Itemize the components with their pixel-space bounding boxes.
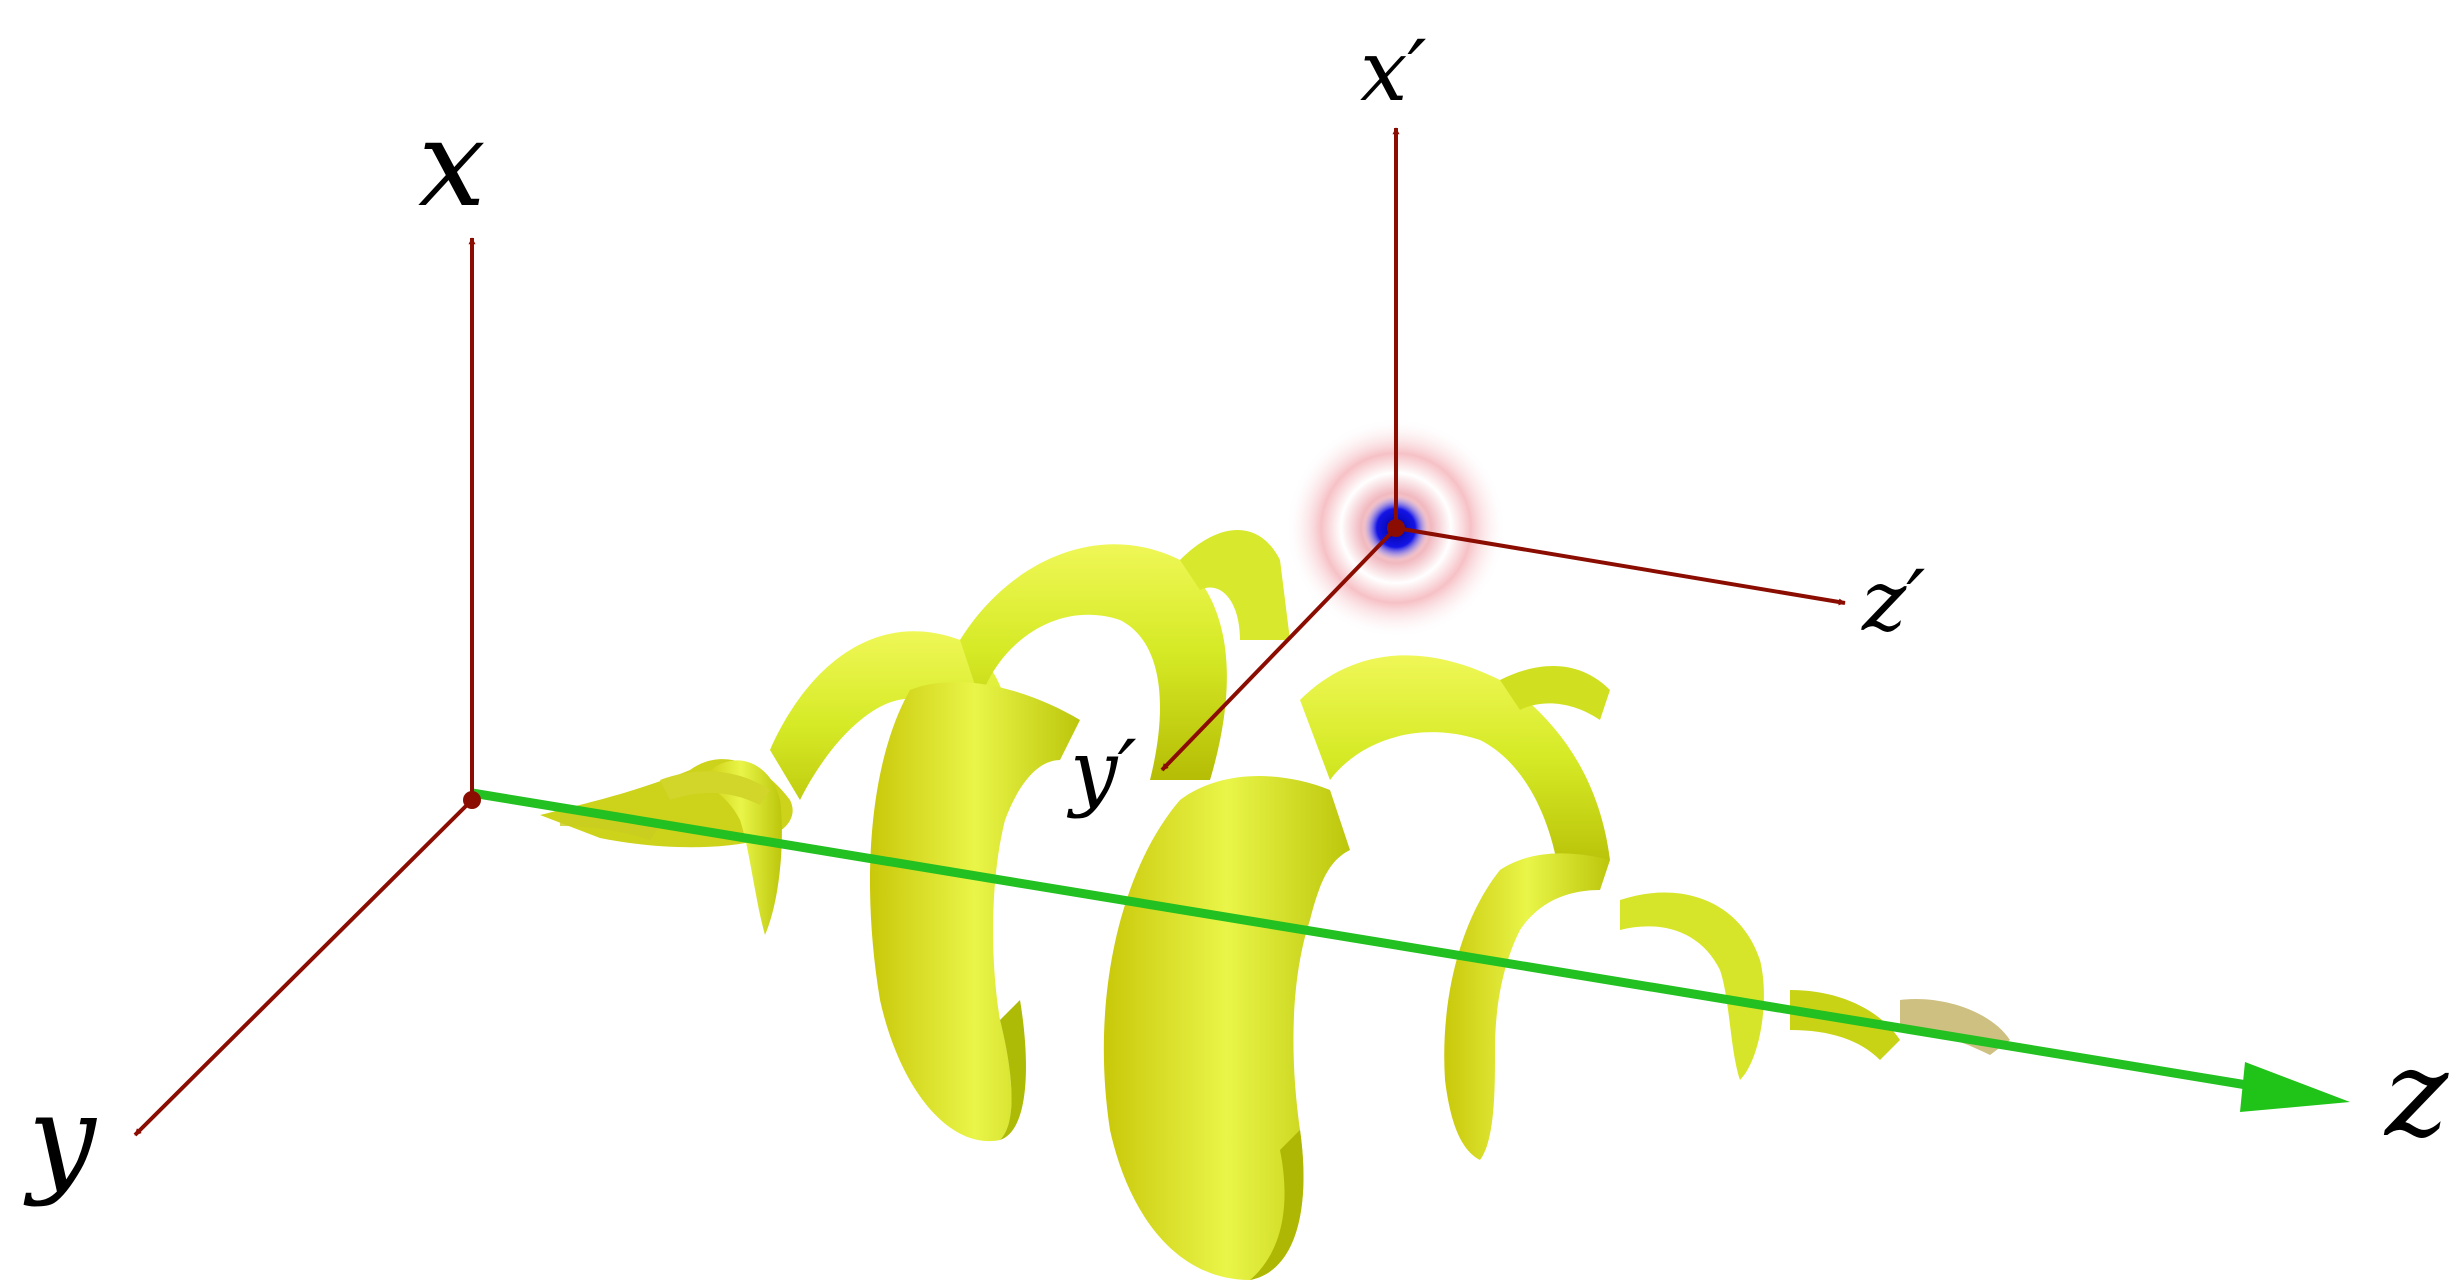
label-lab-y: y: [23, 1070, 98, 1209]
lab-origin: [463, 791, 481, 809]
beam-axis-z: [471, 788, 2350, 1112]
moving-y-axis: [1160, 526, 1398, 772]
label-moving-y: y′: [1066, 722, 1137, 820]
lab-y-axis: [133, 798, 474, 1137]
label-lab-x: x: [418, 95, 486, 234]
beam-axis-line: [471, 788, 2266, 1093]
lab-frame: [133, 237, 481, 1137]
label-moving-z: z′: [1861, 552, 1925, 650]
moving-z-axis: [1395, 526, 1846, 606]
moving-origin: [1387, 519, 1405, 537]
beam-axis-arrowhead: [2240, 1062, 2350, 1112]
label-moving-x: x′: [1360, 22, 1426, 120]
label-lab-z: z: [2383, 1025, 2449, 1164]
moving-frame: [1160, 127, 1846, 772]
helical-surface-front: [560, 681, 2010, 1280]
